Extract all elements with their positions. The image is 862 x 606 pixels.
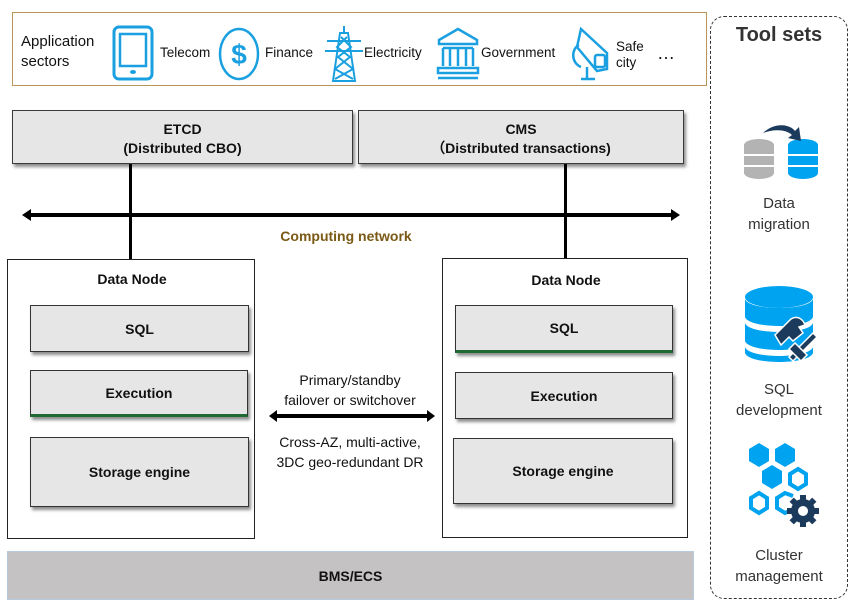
- svg-text:$: $: [231, 39, 247, 70]
- data-migration-icon: [744, 125, 818, 179]
- sector-telecom: Telecom: [160, 45, 211, 60]
- etcd-connector-line: [129, 164, 132, 259]
- tool-sql-development-line2: development: [736, 402, 822, 419]
- dr-label-line2: 3DC geo-redundant DR: [276, 454, 424, 470]
- tool-cluster-management-label: Cluster management: [711, 545, 847, 587]
- layer-sql: SQL: [455, 305, 673, 353]
- sql-development-icon: [745, 286, 819, 363]
- sector-safe-city-line2: city: [616, 55, 637, 70]
- sectors-title-line2: sectors: [21, 53, 70, 70]
- failover-label: Primary/standby failover or switchover: [255, 370, 445, 410]
- data-node-right: Data Node SQL Execution Storage engine: [442, 258, 688, 538]
- dollar-icon: $: [218, 27, 260, 81]
- data-node-title: Data Node: [97, 271, 167, 287]
- cms-box: CMS （Distributed transactions): [358, 110, 684, 164]
- toolsets-panel: Tool sets Data migration: [710, 16, 848, 599]
- power-tower-icon: [325, 26, 363, 82]
- etcd-title: ETCD: [163, 121, 202, 137]
- layer-sql: SQL: [30, 305, 249, 352]
- dr-label: Cross-AZ, multi-active, 3DC geo-redundan…: [252, 432, 448, 472]
- data-node-title: Data Node: [531, 272, 601, 288]
- etcd-box: ETCD (Distributed CBO): [12, 110, 353, 164]
- more-sectors-ellipsis: …: [657, 43, 676, 63]
- data-node-left: Data Node SQL Execution Storage engine: [7, 259, 255, 539]
- sector-safe-city: Safe city: [616, 39, 644, 71]
- tool-data-migration-line2: migration: [748, 216, 810, 233]
- computing-network-arrow: [22, 209, 680, 221]
- cluster-management-icon: [749, 443, 819, 527]
- failover-label-line1: Primary/standby: [299, 372, 401, 388]
- sectors-title: Application sectors: [21, 32, 94, 72]
- sectors-title-line1: Application: [21, 33, 95, 50]
- layer-execution: Execution: [30, 370, 248, 417]
- government-building-icon: [436, 27, 480, 80]
- etcd-subtitle: (Distributed CBO): [123, 140, 242, 156]
- cms-connector-line: [564, 164, 567, 259]
- sector-safe-city-line1: Safe: [616, 39, 644, 54]
- cms-subtitle: （Distributed transactions): [431, 140, 611, 156]
- tool-sql-development-line1: SQL: [763, 381, 794, 398]
- layer-storage-engine: Storage engine: [453, 438, 673, 504]
- layer-execution: Execution: [455, 372, 673, 419]
- tool-cluster-management-line2: management: [735, 568, 823, 585]
- sector-electricity: Electricity: [364, 45, 422, 60]
- bms-ecs-layer: BMS/ECS: [7, 551, 694, 600]
- sector-government: Government: [481, 45, 556, 60]
- sector-finance: Finance: [265, 45, 314, 60]
- tool-cluster-management-line1: Cluster: [755, 547, 803, 564]
- surveillance-camera-icon: [572, 26, 609, 81]
- tool-data-migration-label: Data migration: [711, 193, 847, 235]
- computing-network-label: Computing network: [280, 228, 412, 244]
- cms-title: CMS: [505, 121, 537, 137]
- tool-sql-development-label: SQL development: [711, 379, 847, 421]
- toolsets-title: Tool sets: [735, 24, 823, 46]
- replication-arrow: [269, 410, 435, 422]
- tool-data-migration-line1: Data: [763, 195, 795, 212]
- tablet-icon: [112, 25, 154, 81]
- layer-storage-engine: Storage engine: [30, 437, 249, 507]
- application-sectors-bar: Application sectors Telecom $ Finance El…: [12, 12, 707, 86]
- failover-label-line2: failover or switchover: [284, 392, 416, 408]
- dr-label-line1: Cross-AZ, multi-active,: [279, 434, 421, 450]
